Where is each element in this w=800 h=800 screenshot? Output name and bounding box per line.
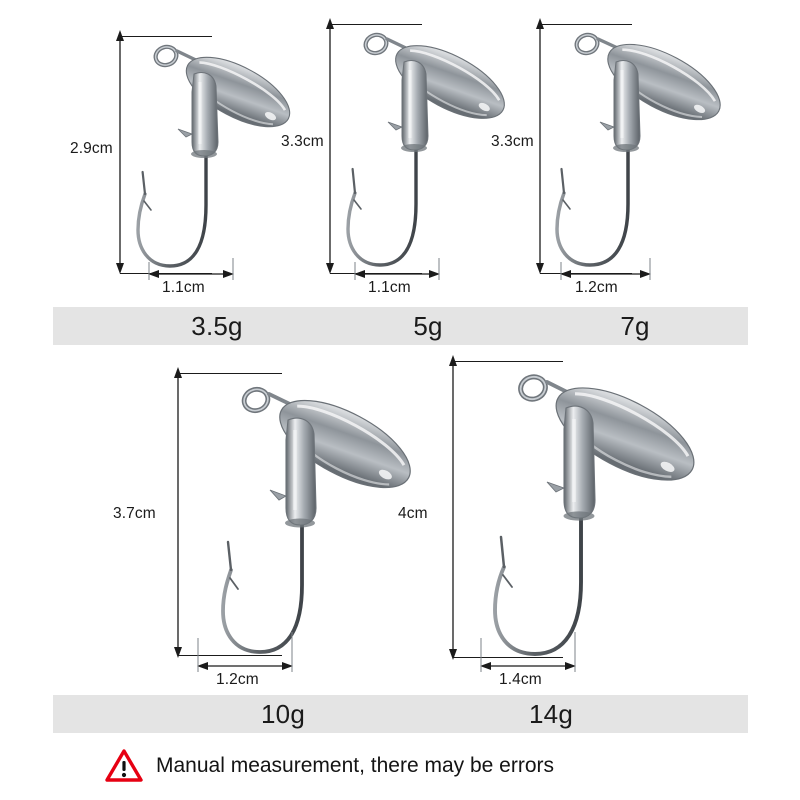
jig-head-illustration-5 [493,374,695,656]
height-extension-top-2 [330,24,422,26]
height-extension-top-3 [540,24,632,26]
height-dimension-line-5 [449,355,457,660]
width-label-3: 1.2cm [575,279,618,296]
weight-label-4: 10g [261,699,305,729]
height-dimension-line-2 [326,18,334,274]
product-card-1 [108,30,308,290]
height-label-3: 3.3cm [491,133,534,150]
height-extension-top-5 [453,361,563,363]
width-dimension-line-3 [560,258,651,280]
width-label-4: 1.2cm [216,671,259,688]
product-card-4 [174,367,440,675]
height-extension-top-1 [120,36,212,38]
height-extension-bottom-4 [178,655,282,657]
jig-head-illustration-2 [346,32,505,267]
jig-head-illustration-4 [221,386,411,654]
height-label-5: 4cm [398,505,428,522]
height-label-1: 2.9cm [70,140,113,157]
jig-head-illustration-3 [555,32,721,267]
weight-label-2: 5g [413,311,443,341]
height-extension-bottom-5 [453,657,563,659]
measurement-disclaimer: Manual measurement, there may be errors [104,748,554,783]
jig-head-illustration-1 [136,44,291,268]
product-card-2 [318,18,518,290]
weight-label-bar-row-1: 3.5g 5g 7g [53,307,748,345]
width-dimension-line-1 [148,258,234,280]
product-card-5 [449,355,715,676]
width-dimension-line-5 [480,632,576,672]
weight-label-1: 3.5g [191,311,243,341]
height-extension-top-4 [178,373,282,375]
width-label-1: 1.1cm [162,279,205,296]
disclaimer-text: Manual measurement, there may be errors [156,753,555,777]
width-label-5: 1.4cm [499,671,542,688]
width-dimension-line-2 [354,258,440,280]
height-label-2: 3.3cm [281,133,324,150]
product-card-3 [528,18,738,290]
weight-label-5: 14g [529,699,573,729]
height-dimension-line-3 [536,18,544,274]
height-dimension-line-1 [116,30,124,274]
height-label-4: 3.7cm [113,505,156,522]
height-dimension-line-4 [174,367,182,658]
weight-label-bar-row-2: 10g 14g [53,695,748,733]
warning-triangle-icon [105,749,143,782]
weight-label-3: 7g [620,311,650,341]
width-label-2: 1.1cm [368,279,411,296]
width-dimension-line-4 [197,632,293,672]
